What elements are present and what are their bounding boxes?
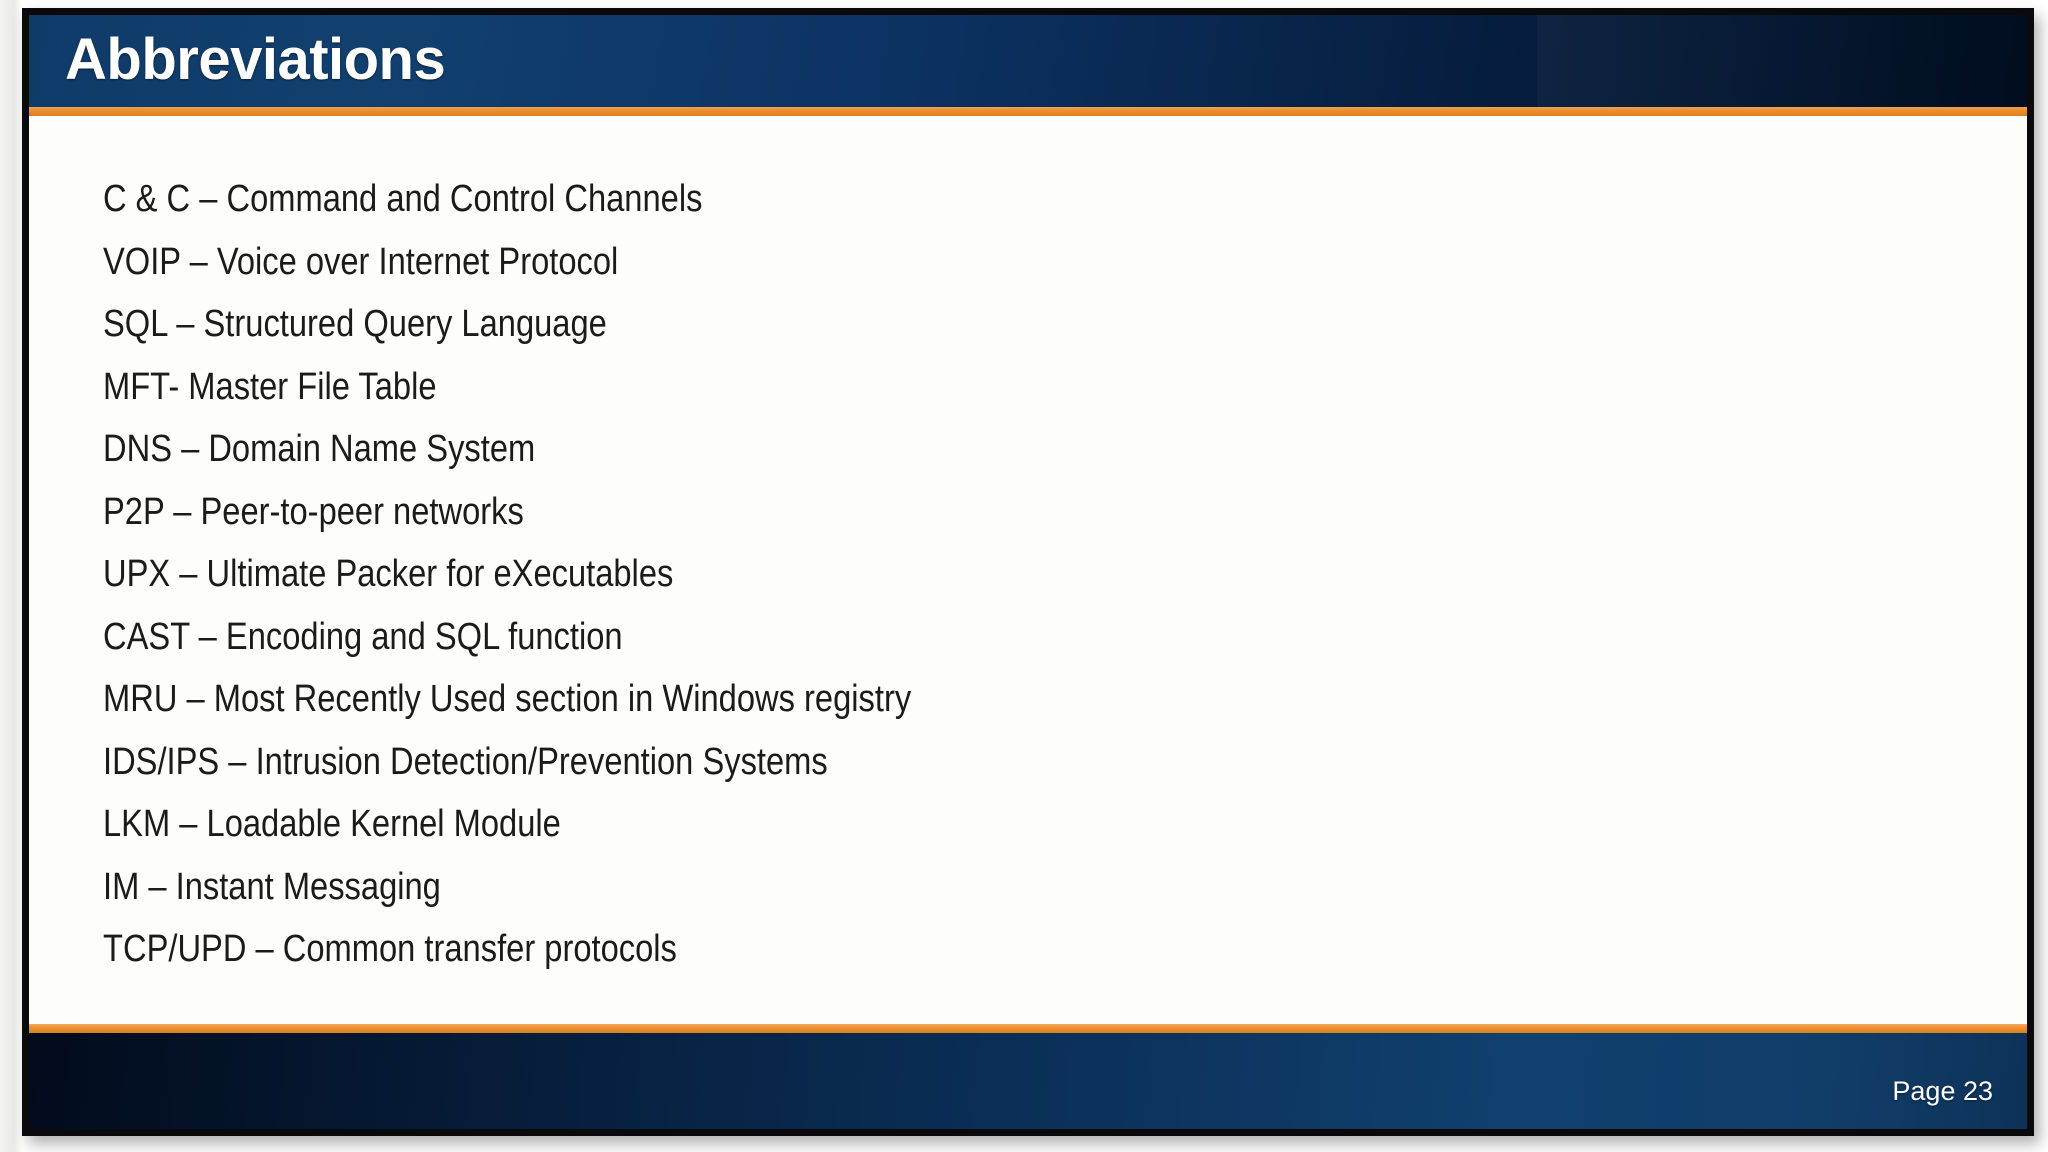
list-item: P2P – Peer-to-peer networks [103, 490, 524, 533]
list-item: IDS/IPS – Intrusion Detection/Prevention… [103, 740, 828, 783]
abbreviation-list: C & C – Command and Control Channels VOI… [103, 168, 1987, 981]
footer-accent-rule [29, 1024, 2027, 1033]
list-item: C & C – Command and Control Channels [103, 178, 703, 220]
list-item: IM – Instant Messaging [103, 865, 441, 908]
slide-body: C & C – Command and Control Channels VOI… [29, 116, 2027, 1025]
list-item: LKM – Loadable Kernel Module [103, 803, 561, 845]
slide-footer: Page 23 [29, 1033, 2027, 1129]
list-item: DNS – Domain Name System [103, 428, 536, 470]
list-item: TCP/UPD – Common transfer protocols [103, 928, 677, 970]
slide-frame: Abbreviations C & C – Command and Contro… [22, 8, 2034, 1136]
list-item: MRU – Most Recently Used section in Wind… [103, 678, 912, 720]
page-title: Abbreviations [65, 27, 446, 93]
list-item: UPX – Ultimate Packer for eXecutables [103, 553, 674, 595]
page-number: Page 23 [1892, 1076, 1993, 1106]
slide-header: Abbreviations [29, 15, 2027, 107]
list-item: CAST – Encoding and SQL function [103, 615, 623, 658]
list-item: MFT- Master File Table [103, 365, 437, 408]
list-item: VOIP – Voice over Internet Protocol [103, 240, 619, 283]
header-accent-rule [29, 107, 2027, 116]
list-item: SQL – Structured Query Language [103, 303, 607, 345]
